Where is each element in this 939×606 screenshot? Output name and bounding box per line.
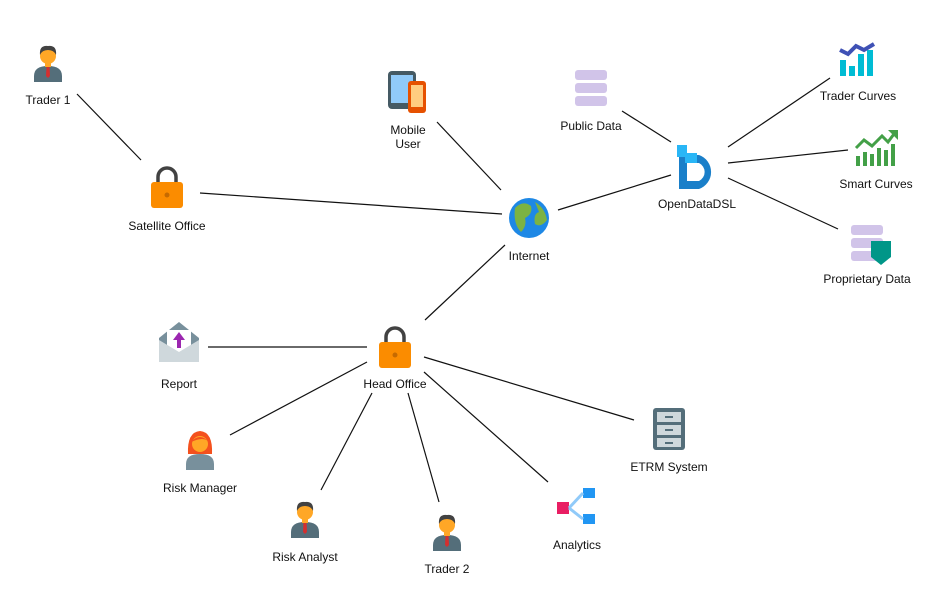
node-label: Trader 2 (425, 562, 470, 576)
node-label: Risk Manager (163, 481, 237, 495)
node-headoffice[interactable]: Head Office (363, 326, 427, 391)
node-riskmanager[interactable]: Risk Manager (163, 431, 237, 495)
lock-icon (151, 166, 183, 208)
node-label: Head Office (363, 377, 426, 391)
node-label: Trader Curves (820, 89, 896, 103)
edge-mobile-internet (436, 121, 502, 191)
edge-public-odsl (621, 110, 672, 143)
node-label: Internet (509, 249, 550, 263)
node-label: OpenDataDSL (658, 197, 736, 211)
businessman-icon (34, 45, 62, 82)
businessman-icon (433, 514, 461, 551)
node-label: Smart Curves (839, 177, 912, 191)
node-label: Risk Analyst (272, 550, 338, 564)
trending-up-chart-icon (854, 130, 898, 166)
edge-odsl-proprietary (727, 177, 839, 230)
node-label: Analytics (553, 538, 601, 552)
edge-headoffice-analytics (423, 371, 549, 483)
node-satellite[interactable]: Satellite Office (128, 166, 206, 233)
edge-satellite-internet (199, 192, 503, 215)
node-riskanalyst[interactable]: Risk Analyst (272, 501, 338, 564)
node-label: Proprietary Data (823, 272, 911, 286)
opendatadsl-logo-icon (677, 145, 712, 189)
secure-database-icon (851, 225, 891, 265)
globe-icon (509, 198, 549, 238)
node-label: User (395, 137, 420, 151)
database-icon (575, 70, 607, 106)
node-proprietary[interactable]: Proprietary Data (823, 225, 911, 286)
node-odsl[interactable]: OpenDataDSL (658, 145, 736, 211)
edge-headoffice-riskmanager (229, 361, 368, 436)
node-label: Satellite Office (128, 219, 205, 233)
line-bar-chart-icon (839, 42, 876, 76)
lock-icon (379, 326, 411, 368)
node-trader2[interactable]: Trader 2 (425, 514, 470, 576)
businessman-icon (291, 501, 319, 538)
node-label: ETRM System (630, 460, 707, 474)
edge-headoffice-etrm (423, 356, 635, 421)
edge-internet-odsl (557, 174, 672, 211)
hierarchy-icon (557, 488, 595, 524)
node-public[interactable]: Public Data (560, 70, 622, 133)
node-report[interactable]: Report (159, 322, 199, 391)
edge-headoffice-trader2 (407, 392, 440, 503)
node-label: Report (161, 377, 198, 391)
node-trader1[interactable]: Trader 1 (26, 45, 71, 107)
edge-trader1-satellite (76, 93, 142, 161)
node-internet[interactable]: Internet (509, 198, 550, 263)
edge-internet-headoffice (424, 244, 506, 321)
node-label: Public Data (560, 119, 622, 133)
node-label: Trader 1 (26, 93, 71, 107)
node-tradercurves[interactable]: Trader Curves (820, 42, 896, 103)
filing-cabinet-icon (653, 408, 685, 450)
businesswoman-icon (186, 431, 214, 470)
node-etrm[interactable]: ETRM System (630, 408, 708, 474)
edge-odsl-smartcurves (727, 149, 849, 164)
node-analytics[interactable]: Analytics (553, 488, 601, 552)
node-label: Mobile (390, 123, 426, 137)
node-smartcurves[interactable]: Smart Curves (839, 130, 913, 191)
envelope-upload-icon (159, 322, 199, 362)
mobile-devices-icon (388, 71, 426, 113)
edge-headoffice-riskanalyst (320, 392, 373, 491)
edge-odsl-tradercurves (727, 77, 831, 148)
